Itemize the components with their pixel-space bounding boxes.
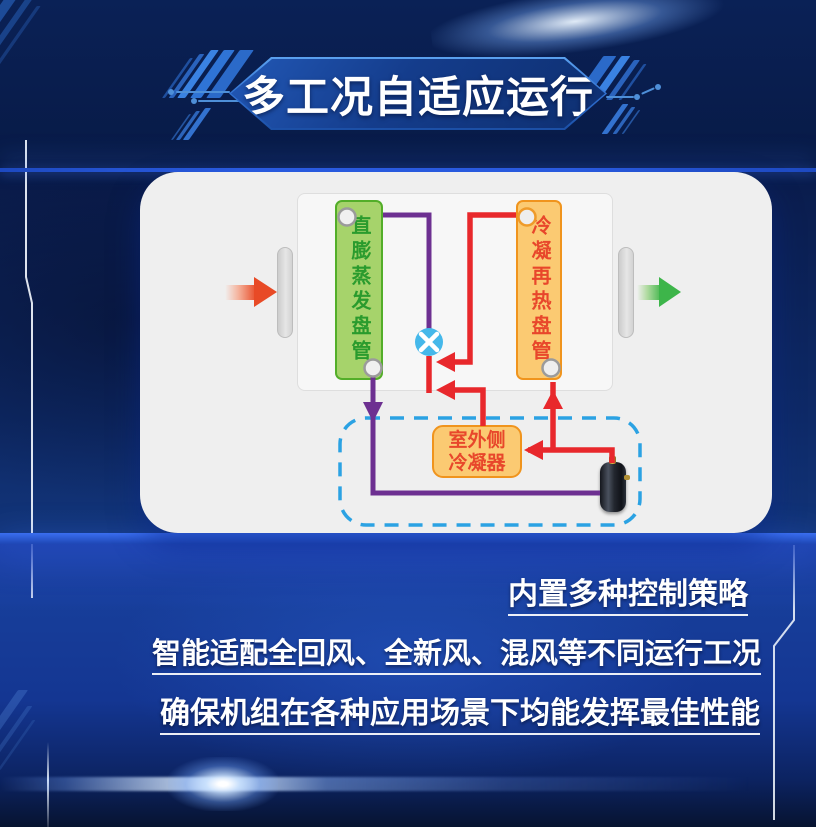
outdoor-condenser-label-line2: 冷凝器: [448, 452, 506, 474]
valve-x-stroke: [418, 331, 440, 353]
flow-arrowhead-left: [436, 380, 455, 400]
circuit-trace-right-2: [641, 87, 655, 95]
coil-port: [541, 358, 561, 378]
circuit-trace-left-2: [198, 100, 240, 102]
note-operating-modes: 智能适配全回风、全新风、混风等不同运行工况: [152, 638, 762, 675]
arrow-tail: [225, 285, 254, 300]
evaporator-coil-label: 直膨蒸发盘管: [348, 215, 370, 365]
pipe-compressor-discharge: [528, 447, 615, 463]
page-title: 多工况自适应运行: [242, 73, 594, 122]
panel-bottom-glow: [0, 544, 816, 610]
title-banner-inner: 多工况自适应运行: [231, 59, 605, 128]
circuit-dot: [191, 98, 197, 104]
arrow-tail: [637, 285, 659, 300]
flow-arrowhead-left: [524, 440, 543, 460]
corner-streaks-top-left: [0, 0, 41, 68]
circuit-dot: [634, 94, 640, 100]
outdoor-condenser: 室外侧 冷凝器: [432, 425, 522, 478]
coil-port: [363, 358, 383, 378]
outdoor-section-dashed-boundary: [338, 416, 642, 527]
pipe-valve-to-evaporator: [383, 212, 432, 329]
note-control-strategies: 内置多种控制策略: [508, 579, 748, 616]
refrigerant-piping: [337, 207, 642, 527]
corner-streaks-bottom-left: [0, 690, 36, 770]
coil-port: [337, 207, 357, 227]
coil-port: [517, 207, 537, 227]
arrow-head: [659, 277, 681, 307]
pipe-condenser-to-valve: [454, 387, 486, 426]
pipe-evaporator-to-compressor: [370, 372, 600, 496]
compressor-icon: [600, 456, 630, 512]
diagram-card: 直膨蒸发盘管 冷凝再热盘管 室外侧 冷凝器: [140, 172, 772, 533]
banner-ministripes-right: [601, 104, 641, 134]
inlet-filter-bar: [277, 247, 293, 338]
circuit-trace-right: [606, 96, 634, 98]
banner-ministripes-left: [170, 108, 212, 140]
circuit-dot: [655, 84, 661, 90]
panel-bottom-edge: [0, 533, 816, 544]
flow-arrowhead-up: [543, 390, 563, 409]
circuit-trace-left: [176, 91, 230, 93]
return-air-arrow-icon: [225, 277, 277, 308]
panel-top-edge: [0, 168, 816, 172]
flow-arrowhead-left: [436, 352, 455, 372]
circuit-dot: [168, 89, 174, 95]
outlet-filter-bar: [618, 247, 634, 338]
note-best-performance: 确保机组在各种应用场景下均能发挥最佳性能: [160, 698, 760, 735]
pipe-reheat-to-valve: [454, 212, 516, 365]
flow-arrowhead-down: [363, 402, 383, 422]
outdoor-condenser-label-line1: 室外侧: [448, 429, 506, 451]
streak-bar: [0, 720, 36, 770]
supply-air-arrow-icon: [637, 277, 681, 308]
reheat-coil-label: 冷凝再热盘管: [528, 215, 550, 365]
title-banner: 多工况自适应运行: [229, 57, 607, 130]
arrow-head: [254, 277, 277, 307]
light-streak-bottom: [0, 777, 816, 791]
lens-flare-bottom: [168, 757, 278, 811]
zigzag-line-left: [25, 140, 33, 598]
reheat-coil: 冷凝再热盘管: [516, 200, 562, 380]
evaporator-coil: 直膨蒸发盘管: [335, 200, 383, 380]
